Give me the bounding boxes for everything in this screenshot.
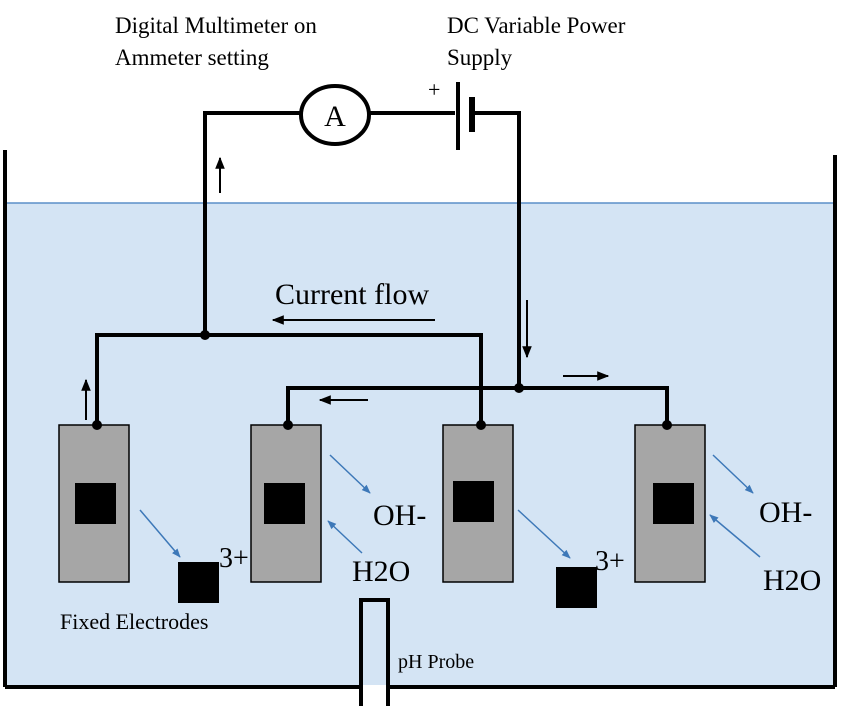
power-supply-label-line2: Supply	[447, 45, 513, 70]
plus-sign: +	[428, 77, 440, 102]
ion-arrow-right	[517, 509, 571, 559]
ph-probe-label: pH Probe	[398, 651, 474, 673]
tank	[3, 150, 837, 689]
reaction-arrows	[139, 454, 761, 559]
ion-charge-left: 3+	[219, 543, 249, 574]
h2o-arrow-right	[709, 514, 761, 558]
junction-left	[200, 330, 210, 340]
electrode-4	[634, 420, 706, 583]
junction-right	[514, 383, 524, 393]
electrode-2	[250, 420, 322, 583]
oh-arrow-right	[712, 454, 754, 494]
ion-charge-right: 3+	[595, 546, 625, 577]
h2o-arrow-left	[327, 520, 363, 554]
current-arrows	[81, 156, 610, 420]
power-supply-label-line1: DC Variable Power	[447, 13, 626, 38]
h2o-label-left: H2O	[352, 555, 410, 588]
ammeter-symbol	[299, 84, 371, 146]
fixed-electrodes-label: Fixed Electrodes	[60, 609, 208, 634]
metal-ion-left	[178, 562, 219, 603]
circuit-wires	[95, 111, 669, 425]
oh-label-right: OH-	[759, 496, 812, 529]
multimeter-label-line1: Digital Multimeter on	[115, 13, 317, 38]
oh-label-left: OH-	[373, 499, 426, 532]
ammeter-label: A	[324, 100, 346, 133]
ion-arrow-left	[139, 509, 181, 558]
oh-arrow-left	[329, 454, 371, 494]
electrode-3	[442, 420, 514, 583]
multimeter-label-line2: Ammeter setting	[115, 45, 269, 70]
current-flow-label: Current flow	[275, 278, 429, 311]
metal-ion-right	[556, 567, 597, 608]
h2o-label-right: H2O	[763, 564, 821, 597]
ph-probe	[359, 598, 390, 706]
electrode-1	[58, 420, 130, 583]
